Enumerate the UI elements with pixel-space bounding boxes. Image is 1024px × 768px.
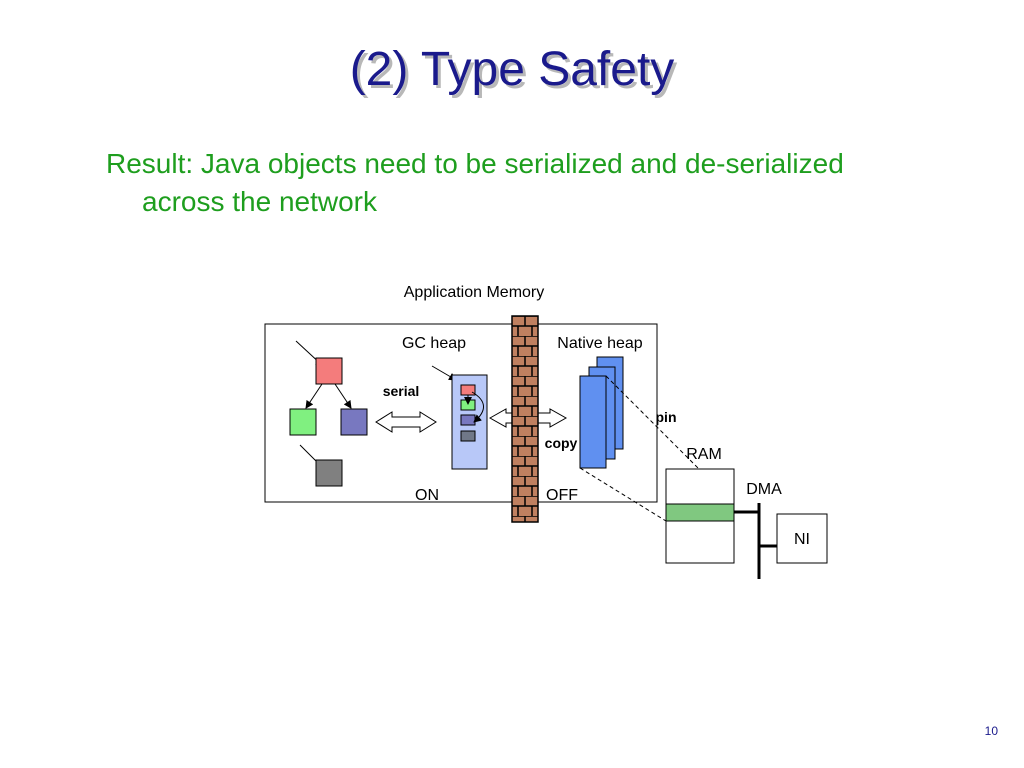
serialized-cell xyxy=(460,414,476,426)
native-heap-label: Native heap xyxy=(557,335,642,352)
ni-box xyxy=(776,513,828,564)
pin-mapping-line xyxy=(579,467,667,522)
root-object-node xyxy=(315,357,343,385)
pin-label: pin xyxy=(656,409,677,425)
ni-label: NI xyxy=(794,531,810,548)
gc-heap-label: GC heap xyxy=(402,335,466,352)
object-graph xyxy=(289,340,368,487)
dma-label: DMA xyxy=(746,481,782,498)
result-bullet: Result: Java objects need to be serializ… xyxy=(106,148,844,217)
dma-region xyxy=(665,503,735,522)
serialized-cell xyxy=(460,430,476,442)
slide-title: (2) Type Safety xyxy=(349,43,675,96)
on-label: ON xyxy=(415,487,439,504)
copy-label: copy xyxy=(545,435,578,451)
native-heap-buffers xyxy=(579,356,624,469)
brick-wall xyxy=(511,315,539,523)
native-buffer xyxy=(579,375,607,469)
page-number: 10 xyxy=(984,724,998,738)
ram-label: RAM xyxy=(686,446,722,463)
serialized-cell xyxy=(460,384,476,396)
serial-label: serial xyxy=(383,383,420,399)
off-label: OFF xyxy=(546,487,578,504)
app-memory-label: Application Memory xyxy=(404,284,545,301)
grandchild-object-node xyxy=(315,459,343,487)
child-object-node xyxy=(340,408,368,436)
serial-double-arrow xyxy=(375,411,437,433)
child-object-node xyxy=(289,408,317,436)
